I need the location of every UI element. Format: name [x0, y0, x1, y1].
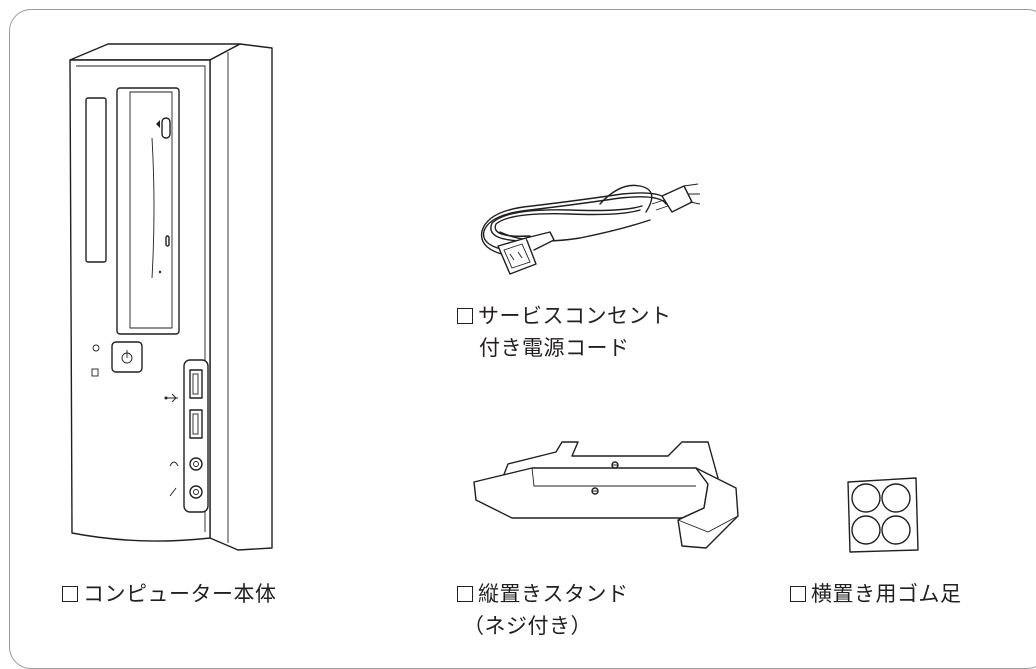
- checkbox-stand[interactable]: [457, 586, 473, 602]
- caption-power-cord-line2: 付き電源コード: [479, 336, 630, 360]
- caption-stand-line2: （ネジ付き）: [463, 614, 592, 638]
- checkbox-power-cord[interactable]: [457, 308, 473, 324]
- checkbox-rubber-feet[interactable]: [790, 586, 806, 602]
- vertical-stand-illustration: [473, 441, 739, 549]
- checkbox-computer[interactable]: [62, 586, 78, 602]
- caption-stand: 縦置きスタンド （ネジ付き）: [457, 578, 629, 642]
- rubber-feet-illustration: [847, 477, 919, 553]
- caption-rubber-feet: 横置き用ゴム足: [790, 578, 962, 610]
- caption-computer-text: コンピューター本体: [83, 582, 277, 606]
- caption-power-cord-line1: サービスコンセント: [478, 304, 672, 328]
- caption-rubber-feet-text: 横置き用ゴム足: [811, 582, 962, 606]
- power-cord-illustration: [480, 183, 701, 275]
- computer-tower-illustration: [69, 43, 273, 551]
- caption-computer: コンピューター本体: [62, 578, 277, 610]
- caption-stand-line1: 縦置きスタンド: [478, 582, 629, 606]
- caption-power-cord: サービスコンセント 付き電源コード: [457, 300, 672, 364]
